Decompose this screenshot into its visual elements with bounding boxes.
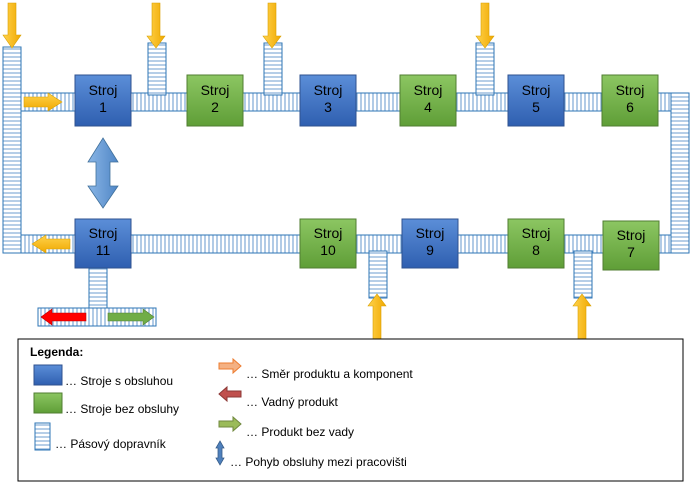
feeder-conveyor-10	[368, 250, 388, 299]
machine-5: Stroj 5	[507, 74, 565, 127]
machine-9: Stroj 9	[401, 218, 459, 269]
input-arrow-machine-8	[572, 293, 592, 341]
machine-10-number: 10	[320, 242, 336, 258]
machine-11: Stroj 11	[74, 218, 132, 269]
machine-5-label: Stroj	[522, 82, 551, 98]
machine-8-box	[507, 218, 565, 269]
machine-9-box	[401, 218, 459, 269]
legend-staffed-label: … Stroje s obsluhou	[65, 374, 173, 388]
machine-5-number: 5	[532, 99, 540, 115]
machine-3: Stroj 3	[299, 74, 357, 127]
machine-1-number: 1	[99, 99, 107, 115]
machine-3-number: 3	[324, 99, 332, 115]
machine-9-number: 9	[426, 242, 434, 258]
feeder-conveyor-3	[263, 42, 283, 96]
machine-8-number: 8	[532, 242, 540, 258]
legend-conveyor-swatch	[34, 422, 51, 451]
machine-2: Stroj 2	[186, 74, 244, 127]
feeder-conveyor-2	[147, 42, 167, 96]
input-arrow-machine-2	[146, 2, 166, 49]
machine-8: Stroj 8	[507, 218, 565, 269]
legend-good-label: … Produkt bez vady	[246, 425, 354, 439]
machine-6-label: Stroj	[616, 82, 645, 98]
legend-title: Legenda:	[30, 345, 83, 359]
defective-product-arrow	[40, 308, 87, 326]
machine-2-label: Stroj	[201, 82, 230, 98]
output-conveyor-11	[88, 261, 108, 309]
legend-good-arrow	[218, 415, 242, 433]
legend-conveyor-label: … Pásový dopravník	[55, 437, 167, 451]
legend-box	[17, 338, 684, 482]
machine-7: Stroj 7	[602, 220, 660, 271]
input-arrow-machine-5	[475, 2, 495, 49]
machine-10-box	[299, 218, 357, 269]
output-conveyor-split	[37, 307, 157, 327]
machine-8-label: Stroj	[522, 225, 551, 241]
legend-operator-arrow	[215, 440, 225, 466]
flow-arrow-right-into-machine-1	[23, 92, 63, 112]
input-arrow-top-left	[2, 2, 22, 49]
legend-operator-label: … Pohyb obsluhy mezi pracovišti	[230, 455, 407, 469]
conveyor-right-vertical	[670, 92, 690, 254]
machine-9-label: Stroj	[416, 225, 445, 241]
machine-7-label: Stroj	[617, 227, 646, 243]
machine-4: Stroj 4	[399, 74, 457, 127]
machine-10-label: Stroj	[314, 225, 343, 241]
machine-1-label: Stroj	[89, 82, 118, 98]
machine-1: Stroj 1	[74, 74, 132, 127]
feeder-conveyor-5	[475, 42, 495, 96]
machine-1-box	[74, 74, 132, 127]
machine-4-number: 4	[424, 99, 432, 115]
machine-11-label: Stroj	[89, 225, 118, 241]
legend-staffed-swatch	[33, 364, 63, 386]
legend-defective-label: … Vadný produkt	[246, 395, 338, 409]
legend-defective-arrow	[218, 385, 242, 403]
flow-arrow-left-from-machine-11	[31, 234, 71, 254]
machine-7-number: 7	[627, 244, 635, 260]
input-arrow-machine-3	[262, 2, 282, 49]
feeder-conveyor-8	[573, 250, 593, 299]
product-flow-arrows	[2, 2, 592, 341]
input-arrow-machine-10	[367, 293, 387, 341]
legend: Legenda: … Stroje s obsluhou … Stroje be…	[17, 338, 684, 482]
good-product-arrow	[107, 308, 155, 326]
legend-unstaffed-label: … Stroje bez obsluhy	[65, 402, 179, 416]
machine-7-box	[602, 220, 660, 271]
machine-10: Stroj 10	[299, 218, 357, 269]
machine-4-box	[399, 74, 457, 127]
legend-unstaffed-swatch	[33, 392, 63, 414]
machine-6-number: 6	[626, 99, 634, 115]
legend-direction-arrow	[218, 357, 242, 375]
machine-5-box	[507, 74, 565, 127]
machine-11-number: 11	[96, 242, 111, 258]
machine-4-label: Stroj	[414, 82, 443, 98]
machine-6-box	[601, 74, 659, 127]
legend-direction-label: … Směr produktu a komponent	[246, 367, 413, 381]
machine-3-label: Stroj	[314, 82, 343, 98]
operator-movement-arrow	[87, 137, 119, 209]
machine-2-box	[186, 74, 244, 127]
machine-11-box	[74, 218, 132, 269]
machine-6: Stroj 6	[601, 74, 659, 127]
machines: Stroj 1 Stroj 2 Stroj 3 Stroj 4 Stroj 5 …	[74, 74, 660, 271]
machine-3-box	[299, 74, 357, 127]
conveyor-left-vertical	[2, 46, 22, 254]
machine-2-number: 2	[211, 99, 219, 115]
